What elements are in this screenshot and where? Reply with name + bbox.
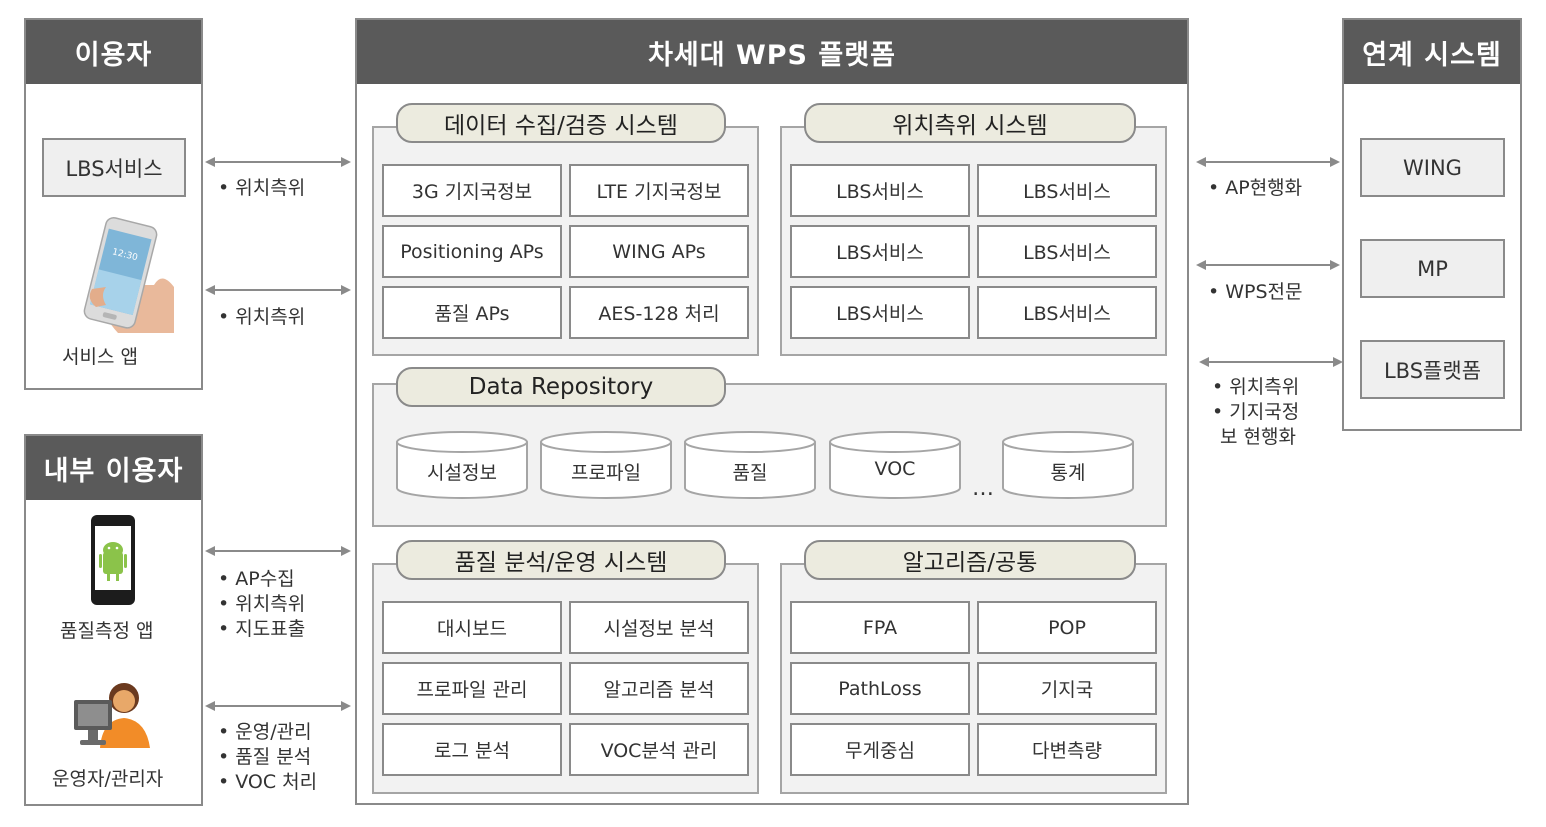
- data-store-label: 시설정보: [427, 462, 497, 484]
- algorithm-cell: 무게중심: [790, 723, 970, 776]
- internal-users-title: 내부 이용자: [26, 436, 201, 500]
- internal-users-panel: 내부 이용자 품질측정 앱 운영자/관리자: [24, 434, 203, 806]
- note-line: 지도표출: [218, 617, 305, 642]
- mp-box: MP: [1360, 239, 1505, 298]
- quality-cell: 알고리즘 분석: [569, 662, 749, 715]
- smartphone-hand-icon: 12:30: [83, 217, 174, 333]
- data-store-cylinder: 통계: [1001, 430, 1135, 500]
- right-note-3: 위치측위 기지국정 보 현행화: [1212, 375, 1299, 450]
- quality-cell: 프로파일 관리: [382, 662, 562, 715]
- data-store-cylinder: 품질: [683, 430, 817, 500]
- data-store-label: VOC: [874, 458, 916, 480]
- note-line: AP현행화: [1208, 176, 1302, 201]
- lbs-service-box: LBS서비스: [42, 138, 186, 197]
- data-store-cylinder: 프로파일: [539, 430, 673, 500]
- collection-system-title: 데이터 수집/검증 시스템: [396, 103, 726, 143]
- note-line: 기지국정: [1212, 400, 1299, 425]
- data-store-label: 프로파일: [571, 462, 641, 484]
- collection-cell: 품질 APs: [382, 286, 562, 339]
- left-note-2: 위치측위: [218, 305, 305, 330]
- right-note-2: WPS전문: [1208, 280, 1302, 305]
- linked-systems-panel: 연계 시스템 WING MP LBS플랫폼: [1342, 18, 1522, 431]
- lbs-platform-box: LBS플랫폼: [1360, 340, 1505, 399]
- quality-cell: 로그 분석: [382, 723, 562, 776]
- algorithm-cell: 다변측량: [977, 723, 1157, 776]
- note-line-continued: 보 현행화: [1220, 426, 1296, 448]
- positioning-cell: LBS서비스: [790, 225, 970, 278]
- left-note-1: 위치측위: [218, 176, 305, 201]
- left-note-4: 운영/관리 품질 분석 VOC 처리: [218, 720, 317, 795]
- collection-cell: 3G 기지국정보: [382, 164, 562, 217]
- algorithm-cell: POP: [977, 601, 1157, 654]
- positioning-cell: LBS서비스: [790, 164, 970, 217]
- note-line: AP수집: [218, 567, 305, 592]
- quality-cell: VOC분석 관리: [569, 723, 749, 776]
- positioning-cell: LBS서비스: [977, 286, 1157, 339]
- linked-systems-title: 연계 시스템: [1344, 20, 1520, 84]
- quality-app-caption: 품질측정 앱: [60, 620, 154, 642]
- collection-cell: LTE 기지국정보: [569, 164, 749, 217]
- quality-system-title: 품질 분석/운영 시스템: [396, 540, 726, 580]
- collection-cell: AES-128 처리: [569, 286, 749, 339]
- data-repository-title: Data Repository: [396, 367, 726, 407]
- data-store-cylinder: VOC: [828, 430, 962, 500]
- algorithm-cell: 기지국: [977, 662, 1157, 715]
- positioning-cell: LBS서비스: [790, 286, 970, 339]
- positioning-cell: LBS서비스: [977, 225, 1157, 278]
- quality-cell: 시설정보 분석: [569, 601, 749, 654]
- note-line: 위치측위: [218, 305, 305, 330]
- left-note-3: AP수집 위치측위 지도표출: [218, 567, 305, 642]
- data-store-label: 품질: [732, 462, 768, 484]
- service-app-caption: 서비스 앱: [62, 346, 138, 368]
- data-store-cylinder: 시설정보: [395, 430, 529, 500]
- right-note-1: AP현행화: [1208, 176, 1302, 201]
- users-panel: 이용자 LBS서비스 12:30 서비스 앱: [24, 18, 203, 390]
- algorithm-cell: FPA: [790, 601, 970, 654]
- note-line: 위치측위: [218, 176, 305, 201]
- collection-cell: Positioning APs: [382, 225, 562, 278]
- positioning-system-title: 위치측위 시스템: [804, 103, 1136, 143]
- note-line: 위치측위: [218, 592, 305, 617]
- algorithm-cell: PathLoss: [790, 662, 970, 715]
- quality-cell: 대시보드: [382, 601, 562, 654]
- positioning-cell: LBS서비스: [977, 164, 1157, 217]
- wing-box: WING: [1360, 138, 1505, 197]
- operator-caption: 운영자/관리자: [52, 768, 164, 790]
- android-phone-icon: [91, 515, 135, 605]
- data-store-label: 통계: [1050, 462, 1086, 484]
- note-line: 위치측위: [1212, 375, 1299, 400]
- note-line: 품질 분석: [218, 745, 317, 770]
- note-line: 운영/관리: [218, 720, 317, 745]
- note-line: WPS전문: [1208, 280, 1302, 305]
- collection-cell: WING APs: [569, 225, 749, 278]
- platform-title: 차세대 WPS 플랫폼: [357, 20, 1187, 84]
- data-store-ellipsis: …: [972, 476, 994, 501]
- operator-monitor-icon: [74, 683, 150, 748]
- algorithm-system-title: 알고리즘/공통: [804, 540, 1136, 580]
- users-title: 이용자: [26, 20, 201, 84]
- note-line: VOC 처리: [218, 770, 317, 795]
